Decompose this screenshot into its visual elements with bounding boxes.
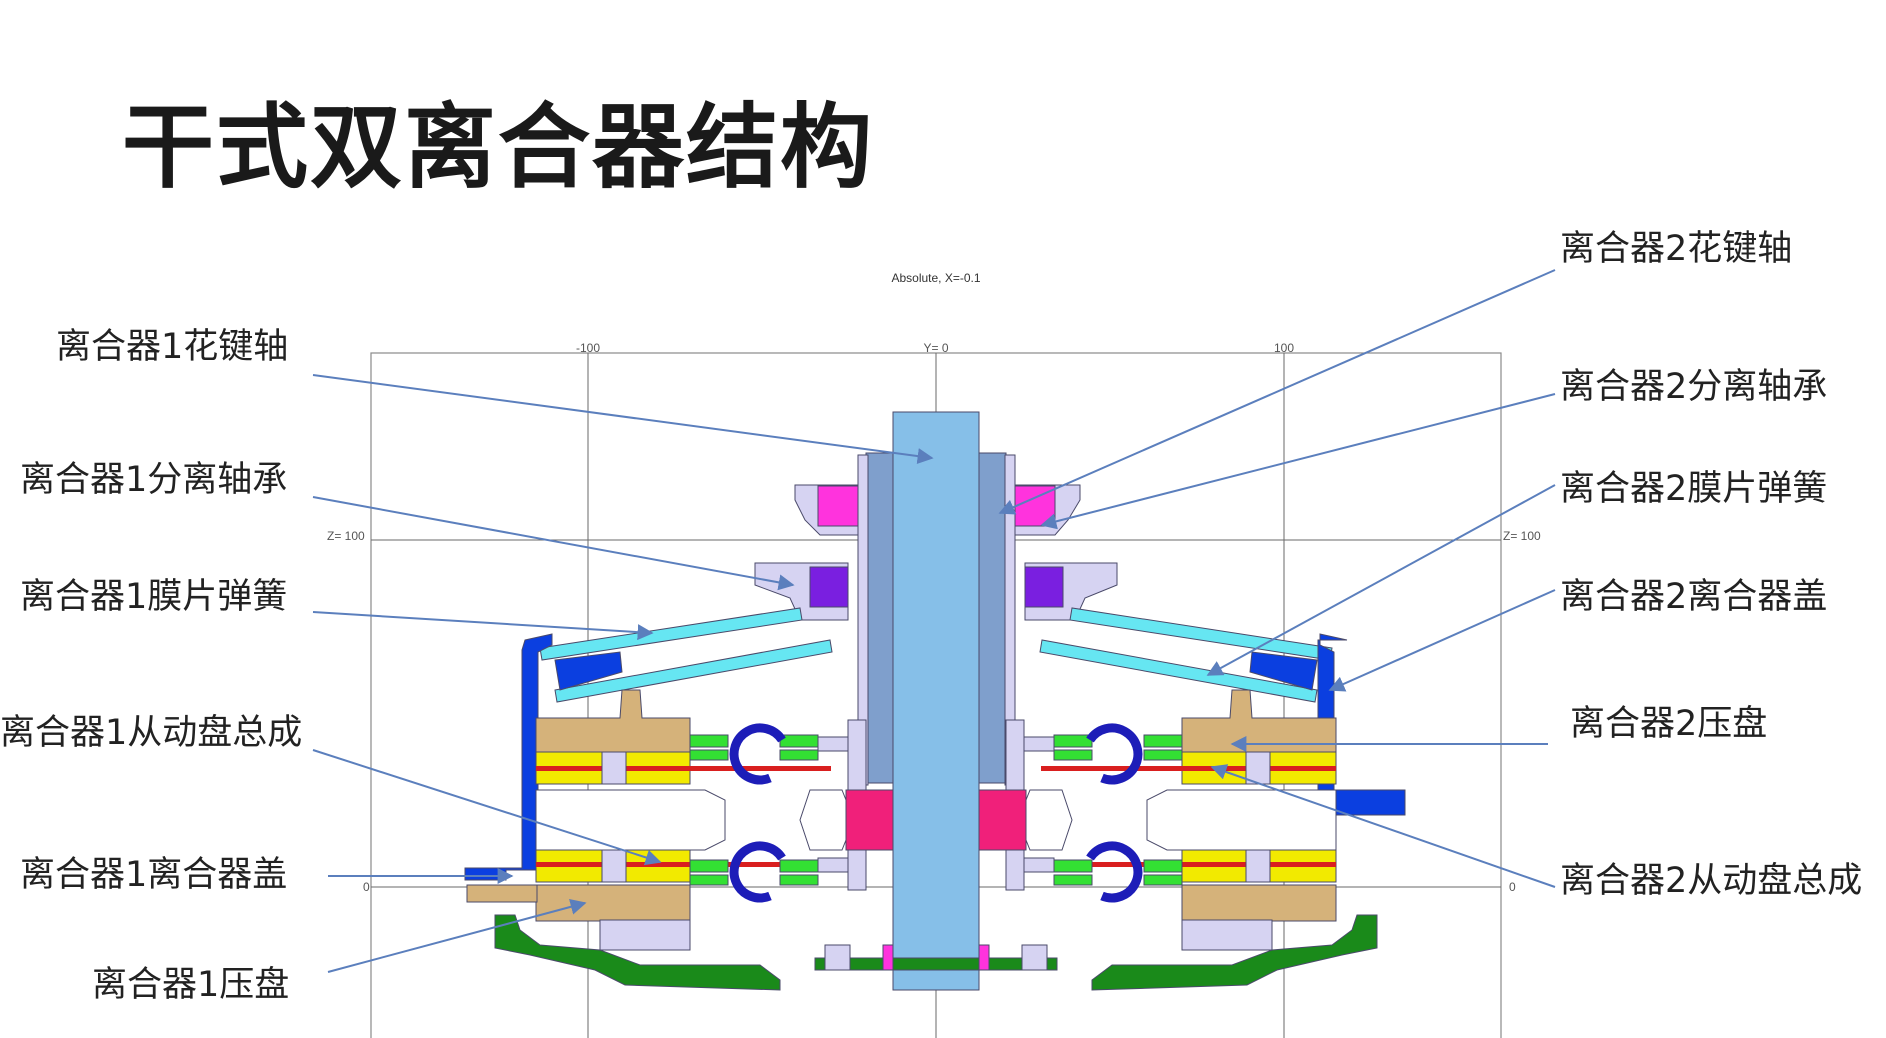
label-clutch1-clutch-cover: 离合器1离合器盖 [20, 855, 288, 895]
page-title: 干式双离合器结构 [122, 94, 875, 201]
leader-clutch2-driven-disc [1210, 764, 1556, 888]
spring-upper-left [539, 607, 803, 661]
leader-clutch2-release-bearing [1040, 393, 1556, 530]
pressure-plate-right-lower [1181, 884, 1337, 922]
bearing-clutch1-left [809, 566, 849, 608]
tick-minus-100: -100 [576, 341, 600, 355]
spring-lower-left [554, 639, 833, 703]
bearing-clutch1-right [1024, 566, 1064, 608]
gear-left [845, 789, 894, 851]
leader-clutch2-diaphragm-spring [1206, 484, 1556, 676]
tick-y-zero: Y= 0 [923, 341, 948, 355]
label-clutch1-diaphragm-spring: 离合器1膜片弹簧 [20, 577, 288, 617]
leader-clutch2-clutch-cover [1328, 589, 1556, 692]
label-clutch1-release-bearing: 离合器1分离轴承 [20, 460, 288, 500]
damper-right-lower [1053, 859, 1093, 873]
leader-clutch1-diaphragm-spring [312, 611, 654, 641]
leader-clutch2-spline-shaft [998, 269, 1556, 515]
leader-lines [312, 269, 1556, 973]
hub-sleeve-left [865, 452, 894, 784]
hub-sleeve-right [978, 452, 1007, 784]
damper-left-lower [689, 859, 729, 873]
tick-plus-100: 100 [1274, 341, 1294, 355]
housing-left [494, 914, 781, 991]
label-clutch1-driven-disc: 离合器1从动盘总成 [0, 713, 303, 753]
damper-left-upper [689, 734, 729, 748]
pressure-plate-left-lower [535, 884, 691, 922]
label-clutch2-pressure-plate: 离合器2压盘 [1570, 704, 1768, 744]
tick-zero-right: 0 [1509, 880, 1516, 894]
leader-clutch1-release-bearing [312, 496, 795, 591]
housing-right [1091, 914, 1378, 991]
clutch-assembly [464, 411, 1406, 991]
spring-lower-right [1039, 639, 1318, 703]
tick-z-100-left: Z= 100 [327, 529, 365, 543]
plot-header: Absolute, X=-0.1 [891, 271, 980, 285]
label-clutch2-diaphragm-spring: 离合器2膜片弹簧 [1560, 469, 1828, 509]
label-clutch1-spline-shaft: 离合器1花键轴 [56, 327, 289, 367]
damper-right-upper [1053, 734, 1093, 748]
label-clutch1-pressure-plate: 离合器1压盘 [92, 965, 290, 1005]
label-clutch2-driven-disc: 离合器2从动盘总成 [1560, 861, 1863, 901]
label-clutch2-clutch-cover: 离合器2离合器盖 [1560, 577, 1828, 617]
leader-clutch1-spline-shaft [312, 374, 934, 465]
tick-z-100-right: Z= 100 [1503, 529, 1541, 543]
label-clutch2-release-bearing: 离合器2分离轴承 [1560, 367, 1828, 407]
bearing-clutch2-left [817, 485, 859, 527]
tick-zero-left: 0 [363, 880, 370, 894]
spline-shaft [892, 411, 980, 991]
leader-clutch1-pressure-plate [327, 899, 587, 973]
gear-right [978, 789, 1027, 851]
leader-clutch1-driven-disc [312, 749, 662, 866]
label-clutch2-spline-shaft: 离合器2花键轴 [1560, 229, 1793, 269]
